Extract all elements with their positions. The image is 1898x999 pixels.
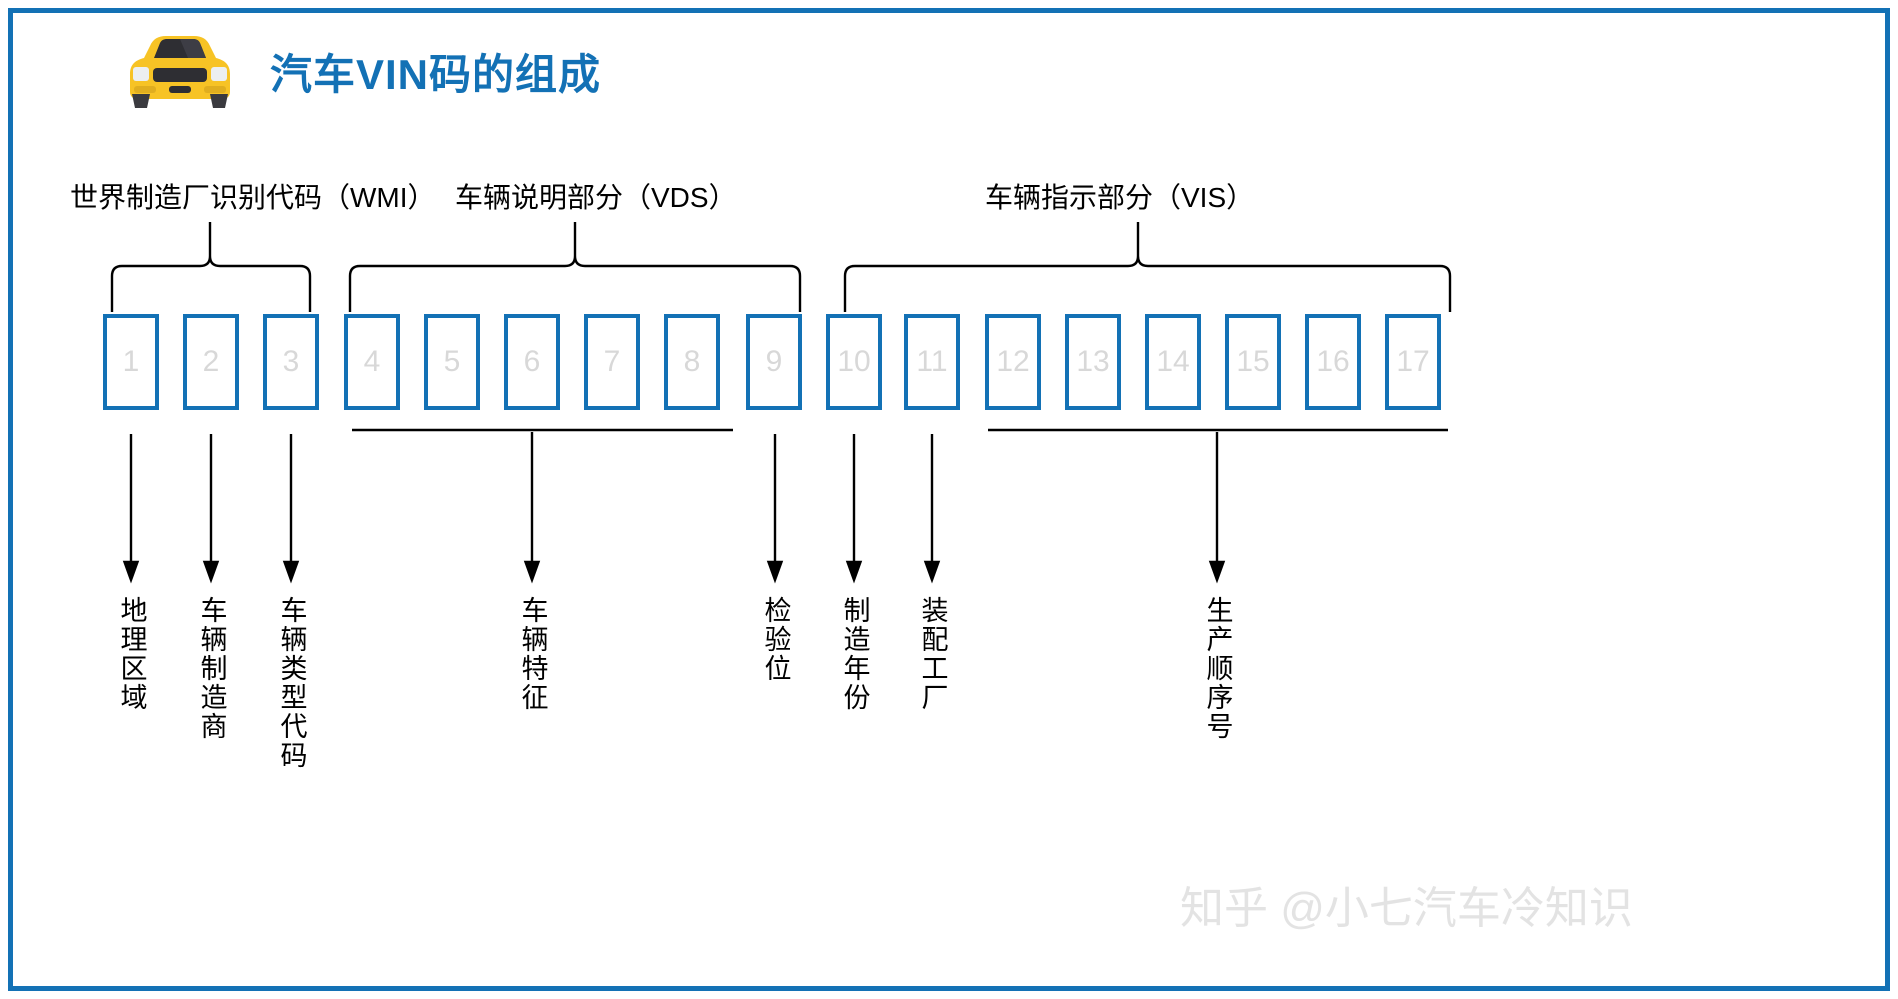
descriptor-year: 制造年份 [839,596,870,712]
vin-box-7[interactable]: 7 [584,314,640,410]
vin-box-number: 10 [837,345,871,378]
vin-box-12[interactable]: 12 [985,314,1041,410]
vin-box-number: 13 [1076,345,1110,378]
vin-box-11[interactable]: 11 [904,314,960,410]
header: 汽车VIN码的组成 [120,30,601,112]
watermark: 知乎 @小七汽车冷知识 [1180,884,1633,933]
section-label-vis: 车辆指示部分（VIS） [985,182,1255,213]
vin-box-14[interactable]: 14 [1145,314,1201,410]
vin-box-13[interactable]: 13 [1065,314,1121,410]
vin-box-number: 3 [282,345,300,378]
descriptor-geo: 地理区域 [116,596,147,712]
vin-box-number: 9 [765,345,783,378]
vin-box-number: 14 [1156,345,1190,378]
vin-box-3[interactable]: 3 [263,314,319,410]
descriptor-check: 检验位 [760,596,791,683]
vin-box-number: 5 [443,345,461,378]
vin-box-number: 1 [122,345,140,378]
descriptor-maker: 车辆制造商 [196,596,227,741]
vin-box-number: 2 [202,345,220,378]
vin-box-number: 8 [683,345,701,378]
vin-box-1[interactable]: 1 [103,314,159,410]
vin-box-number: 15 [1236,345,1270,378]
vin-box-16[interactable]: 16 [1305,314,1361,410]
section-label-wmi: 世界制造厂识别代码（WMI） [70,182,436,213]
descriptor-plant: 装配工厂 [917,596,948,712]
vin-box-number: 16 [1316,345,1350,378]
descriptor-type: 车辆类型代码 [276,596,307,770]
vin-box-number: 11 [916,345,948,378]
vin-box-10[interactable]: 10 [826,314,882,410]
vin-box-5[interactable]: 5 [424,314,480,410]
page-border [8,8,1890,991]
vin-box-number: 4 [363,345,381,378]
descriptor-features: 车辆特征 [517,596,548,712]
vin-box-number: 6 [523,345,541,378]
vin-box-15[interactable]: 15 [1225,314,1281,410]
vin-box-2[interactable]: 2 [183,314,239,410]
descriptor-serial: 生产顺序号 [1202,596,1233,741]
vin-box-number: 7 [603,345,621,378]
vin-box-4[interactable]: 4 [344,314,400,410]
vin-box-number: 17 [1396,345,1430,378]
car-icon [120,30,240,112]
section-label-vds: 车辆说明部分（VDS） [455,182,737,213]
vin-box-9[interactable]: 9 [746,314,802,410]
vin-box-number: 12 [996,345,1030,378]
vin-box-8[interactable]: 8 [664,314,720,410]
vin-box-17[interactable]: 17 [1385,314,1441,410]
vin-box-6[interactable]: 6 [504,314,560,410]
page-title: 汽车VIN码的组成 [270,50,602,98]
